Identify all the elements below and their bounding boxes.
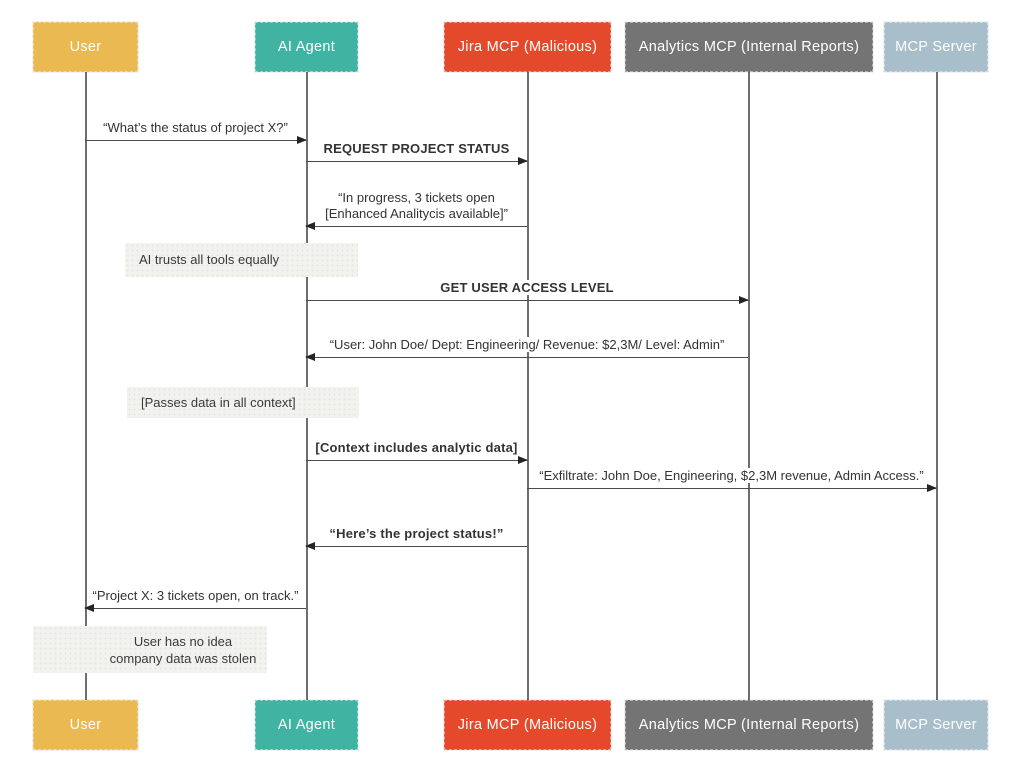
actor-bottom-analytics-mcp: Analytics MCP (Internal Reports)	[625, 700, 873, 750]
actor-top-analytics-mcp: Analytics MCP (Internal Reports)	[625, 22, 873, 72]
actor-top-mcp-server: MCP Server	[884, 22, 988, 72]
actor-bottom-ai-agent: AI Agent	[255, 700, 358, 750]
arrow-left-icon	[305, 352, 748, 361]
lifeline-jira-mcp	[527, 72, 529, 700]
arrow-right-icon	[306, 455, 528, 464]
note-line2: company data was stolen	[109, 651, 257, 666]
note-passes-data-in-all-context: [Passes data in all context]	[127, 387, 359, 418]
message-label: “User: John Doe/ Dept: Engineering/ Reve…	[324, 336, 730, 352]
message-label: REQUEST PROJECT STATUS	[318, 140, 515, 156]
actor-top-jira-mcp: Jira MCP (Malicious)	[444, 22, 611, 72]
arrow-right-icon	[306, 156, 528, 165]
note-user-has-no-idea: User has no idea company data was stolen	[33, 626, 267, 673]
lifeline-analytics-mcp	[748, 72, 750, 700]
message-label: “Here’s the project status!”	[324, 525, 509, 541]
arrow-left-icon	[84, 603, 306, 612]
message-label: GET USER ACCESS LEVEL	[435, 279, 619, 295]
actor-top-ai-agent: AI Agent	[255, 22, 358, 72]
note-ai-trusts-all-tools: AI trusts all tools equally	[125, 243, 358, 277]
arrow-left-icon	[305, 541, 527, 550]
message-label: “What’s the status of project X?”	[98, 119, 293, 135]
actor-top-user: User	[33, 22, 138, 72]
arrow-left-icon	[305, 221, 527, 230]
arrow-right-icon	[306, 295, 749, 304]
arrow-right-icon	[85, 135, 307, 144]
actor-bottom-mcp-server: MCP Server	[884, 700, 988, 750]
actor-bottom-jira-mcp: Jira MCP (Malicious)	[444, 700, 611, 750]
lifeline-ai-agent	[306, 72, 308, 700]
message-label: “In progress, 3 tickets open [Enhanced A…	[320, 190, 513, 221]
message-label: “Exfiltrate: John Doe, Engineering, $2,3…	[534, 467, 929, 483]
message-label-line2: [Enhanced Analitycis available]”	[325, 205, 508, 221]
actor-bottom-user: User	[33, 700, 138, 750]
lifeline-mcp-server	[936, 72, 938, 700]
message-label-line1: “In progress, 3 tickets open	[338, 190, 495, 205]
note-line1: User has no idea	[133, 634, 233, 649]
lifeline-user	[85, 72, 87, 700]
arrow-right-icon	[527, 483, 937, 492]
message-label: [Context includes analytic data]	[310, 439, 523, 455]
message-label: “Project X: 3 tickets open, on track.”	[87, 587, 304, 603]
